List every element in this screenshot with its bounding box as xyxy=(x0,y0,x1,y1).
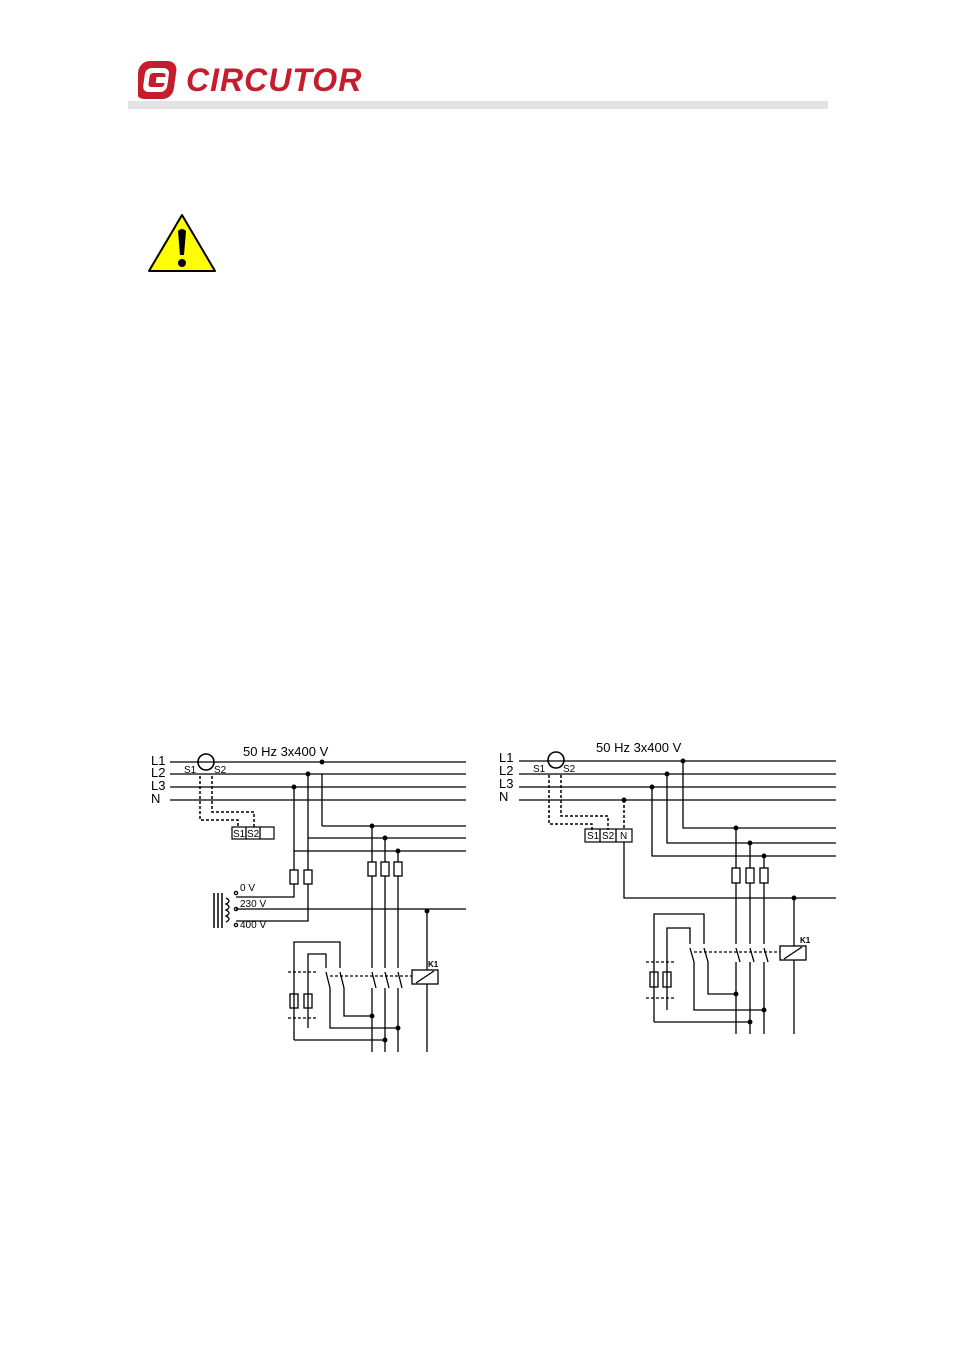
left-tap-0v: 0 V xyxy=(240,883,255,894)
diagram-right: 50 Hz 3x400 V L1 L2 L3 N S1 S2 S1 S2 N xyxy=(499,740,836,1034)
brand-name: CIRCUTOR xyxy=(186,61,363,98)
left-tap-230v: 230 V xyxy=(240,899,266,910)
right-ct-s1: S1 xyxy=(533,764,546,775)
left-label-l2: L2 xyxy=(151,765,165,780)
header-rule xyxy=(128,101,828,109)
left-label-l1: L1 xyxy=(151,753,165,768)
right-term-s1: S1 xyxy=(587,831,600,842)
left-term-s2: S2 xyxy=(247,829,260,840)
left-ct-s1: S1 xyxy=(184,765,197,776)
diagram-left: 50 Hz 3x400 V L1 L2 L3 N S1 S2 S1 S2 xyxy=(151,744,466,1052)
left-label-l3: L3 xyxy=(151,778,165,793)
left-ct-s2: S2 xyxy=(214,765,227,776)
right-contactor-k1: K1 xyxy=(800,936,811,945)
right-label-n: N xyxy=(499,789,508,804)
right-label-l2: L2 xyxy=(499,763,513,778)
circutor-logo-icon xyxy=(138,61,177,99)
left-contactor-k1: K1 xyxy=(428,960,439,969)
right-term-s2: S2 xyxy=(602,831,615,842)
right-label-l1: L1 xyxy=(499,750,513,765)
left-tap-400v: 400 V xyxy=(240,920,266,931)
left-label-n: N xyxy=(151,791,160,806)
page-header: CIRCUTOR xyxy=(0,0,955,120)
left-term-s1: S1 xyxy=(233,829,246,840)
warning-triangle-icon xyxy=(148,214,216,272)
left-title: 50 Hz 3x400 V xyxy=(243,744,329,759)
right-title: 50 Hz 3x400 V xyxy=(596,740,682,755)
circutor-logo: CIRCUTOR xyxy=(138,58,362,102)
right-ct-s2: S2 xyxy=(563,764,576,775)
right-term-n: N xyxy=(620,831,627,842)
right-label-l3: L3 xyxy=(499,776,513,791)
